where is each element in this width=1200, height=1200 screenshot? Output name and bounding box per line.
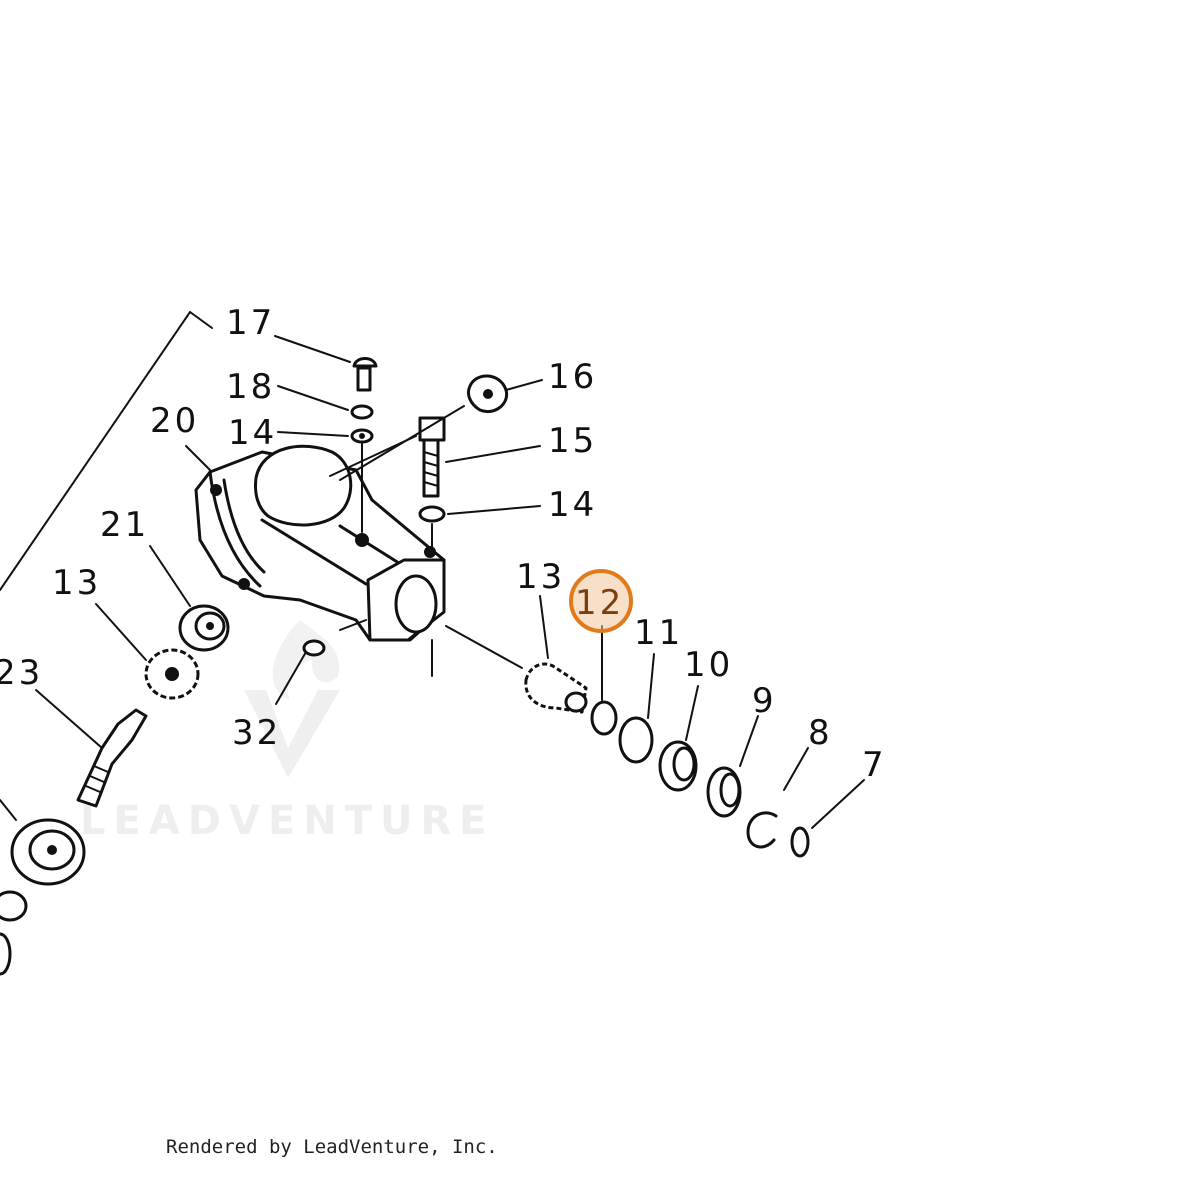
callout-21: 21 (100, 505, 149, 545)
ring-12 (590, 700, 618, 736)
gear-case-housing (194, 444, 446, 642)
callout-14-top: 14 (228, 413, 277, 453)
callout-11: 11 (634, 613, 683, 653)
part-32 (302, 639, 326, 657)
seal-11 (618, 716, 654, 764)
bearing-21 (178, 604, 230, 652)
leader-17 (274, 335, 351, 363)
pinion-gear-13 (524, 662, 588, 714)
watermark-v-logo (244, 690, 340, 778)
callout-17: 17 (226, 303, 275, 343)
watermark: LEADVENTURE (80, 620, 495, 844)
lock-washer-18 (350, 404, 374, 420)
callout-18: 18 (226, 367, 275, 407)
callout-12: 12 (575, 583, 624, 623)
bolt-17 (352, 357, 378, 392)
callout-20: 20 (150, 401, 199, 441)
callout-14-right: 14 (548, 485, 597, 525)
callout-7: 7 (862, 745, 887, 785)
callout-16: 16 (548, 357, 597, 397)
ring-lower-left (0, 932, 12, 976)
leader-17-bracket (0, 310, 213, 591)
washer-14-bolt (418, 505, 446, 523)
bearing-9 (706, 766, 742, 818)
gear-13-left (144, 648, 200, 700)
ring-7 (790, 826, 810, 858)
bearing-lower-left (10, 818, 86, 886)
credit-text: Rendered by LeadVenture, Inc. (166, 1136, 498, 1158)
highlight-ring-12 (569, 569, 633, 633)
callout-8: 8 (808, 713, 833, 753)
bolt-15 (418, 416, 446, 498)
watermark-text: LEADVENTURE (80, 798, 495, 844)
circlip-8 (746, 811, 778, 849)
washer-lower-left (0, 890, 28, 922)
callout-13-left: 13 (52, 563, 101, 603)
shaft-23 (76, 708, 148, 808)
callout-23: 23 (0, 653, 43, 693)
callout-32: 32 (232, 713, 281, 753)
callout-9: 9 (752, 681, 777, 721)
callout-15: 15 (548, 421, 597, 461)
cap-16 (466, 374, 509, 413)
callout-13-right: 13 (516, 557, 565, 597)
bearing-10 (658, 740, 698, 792)
callout-10: 10 (684, 645, 733, 685)
watermark-flame-icon (272, 620, 340, 700)
